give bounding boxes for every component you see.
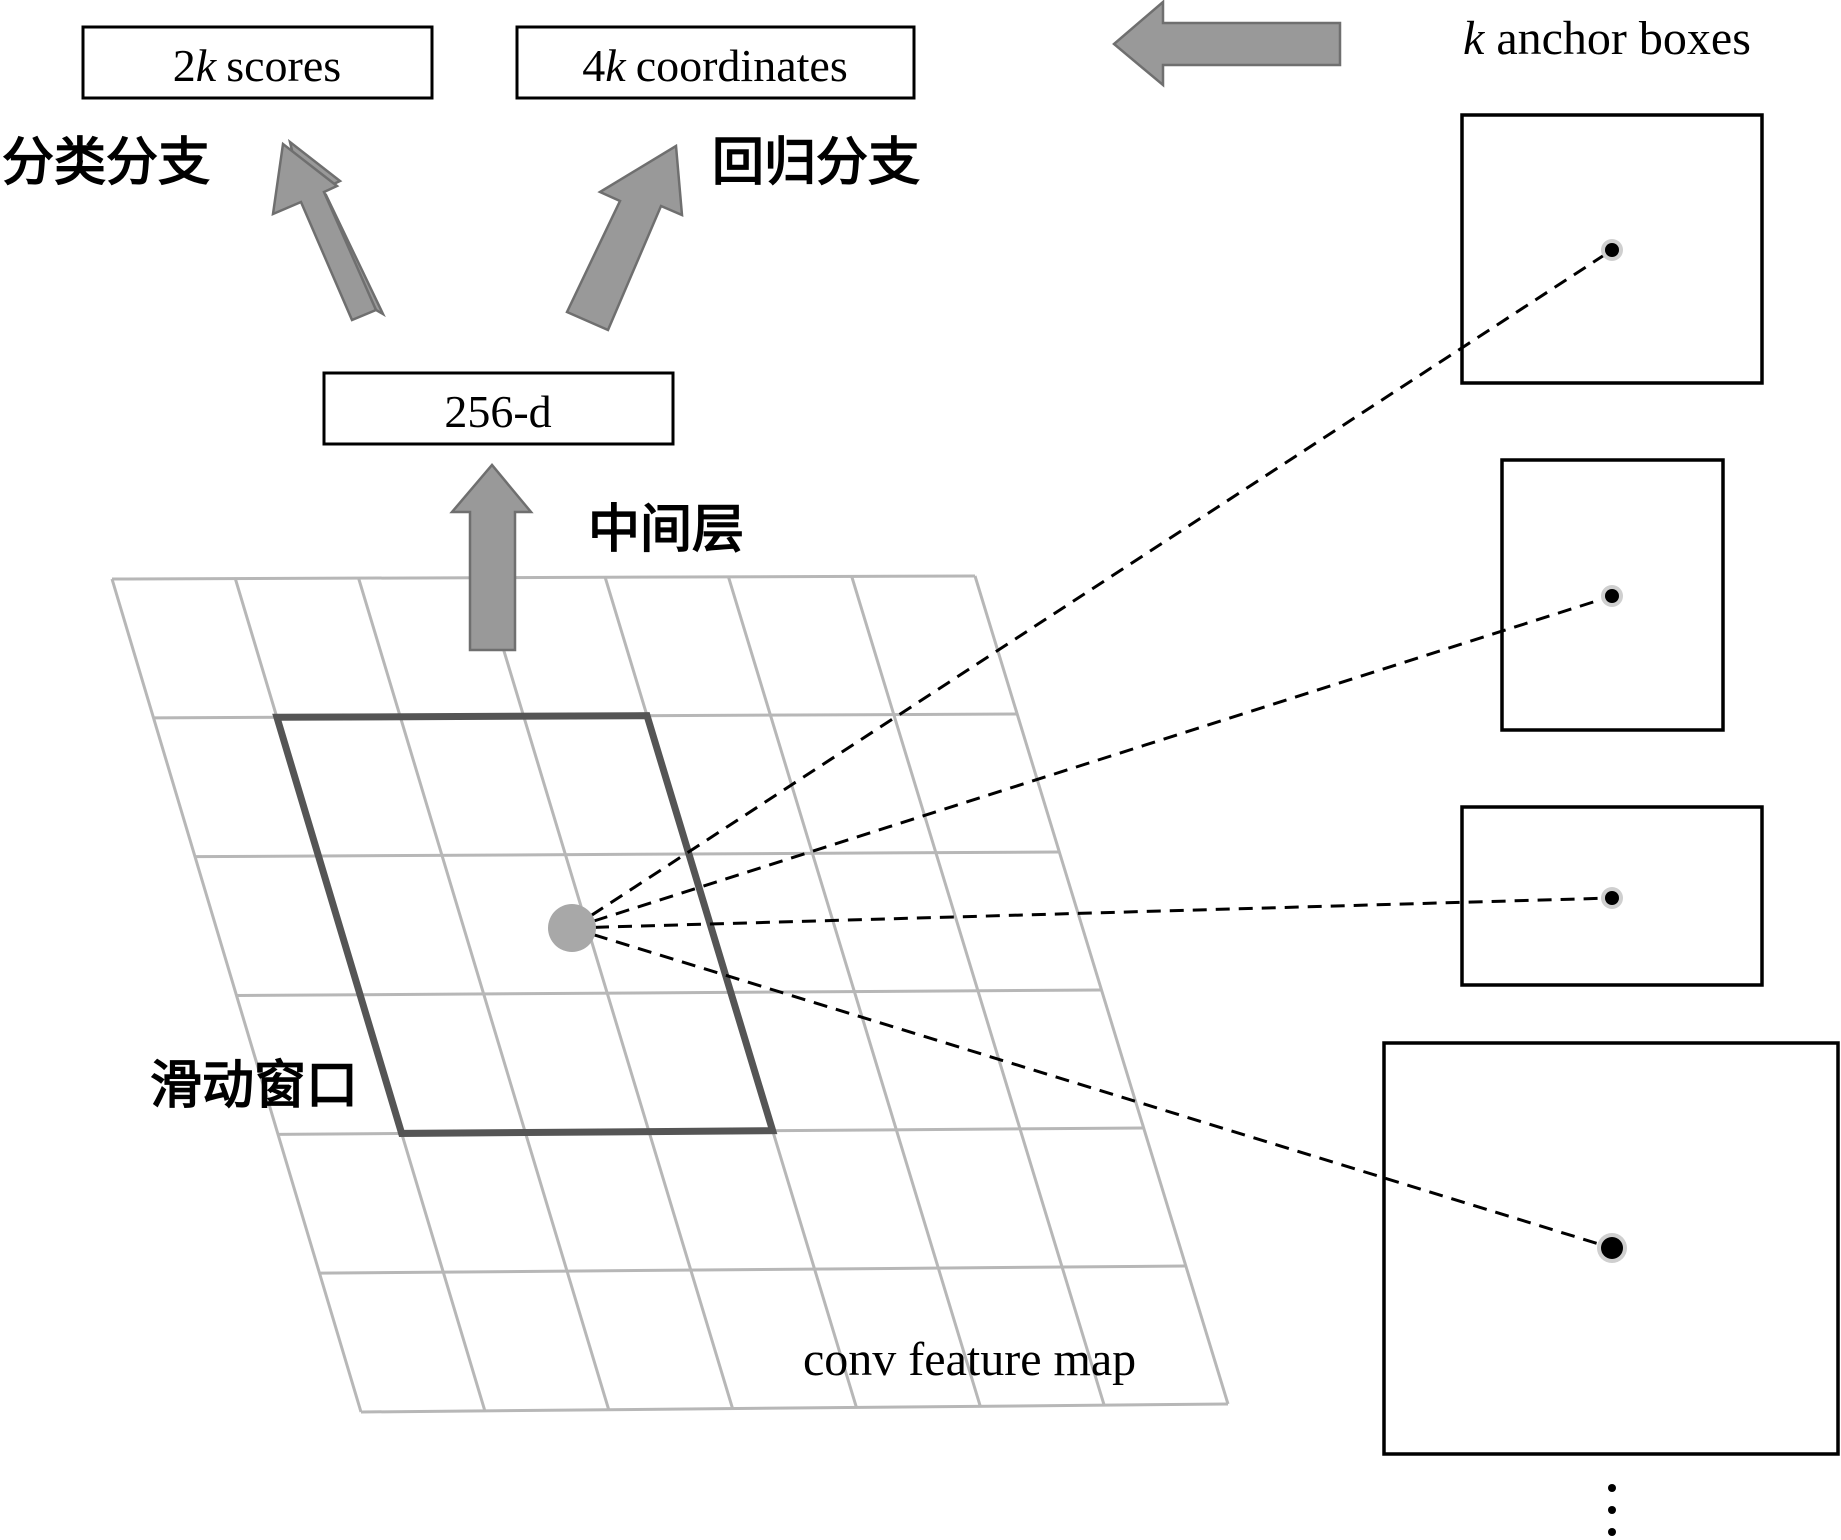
anchor-box-4 (1382, 1041, 1840, 1456)
projection-line-1 (571, 248, 1613, 930)
anchor-box-3 (1460, 805, 1764, 987)
coordinates-label: coordinates (636, 40, 848, 91)
regression-branch-label: 回归分支 (712, 133, 920, 193)
projection-line-3 (571, 896, 1613, 930)
anchor-boxes-var: k (1463, 12, 1486, 65)
coordinates-coef: 4 (582, 40, 605, 91)
sliding-window (272, 712, 778, 1137)
window-center-point (548, 904, 596, 952)
projection-line-4 (571, 926, 1613, 1250)
intermediate-box: 256-d (322, 371, 675, 446)
grid-col-line (850, 575, 1106, 1406)
feature-map-grid (110, 574, 1230, 1414)
up-right-arrow-icon (565, 143, 684, 332)
up-left-arrow-body (271, 141, 378, 322)
up-arrow-icon (449, 463, 534, 652)
grid-row-line (111, 574, 976, 581)
feature-map-label: conv feature map (803, 1333, 1136, 1386)
ellipsis-text: ⋮ (1612, 1530, 1614, 1533)
scores-coef: 2 (173, 40, 196, 91)
grid-row-line (194, 850, 1060, 859)
grid-col-line (973, 575, 1230, 1405)
projection-line-2 (571, 594, 1613, 930)
grid-col-line (110, 578, 363, 1413)
anchor-boxes-label: anchor boxes (1496, 12, 1751, 65)
more-anchors-ellipsis: ⋮ (1608, 1484, 1616, 1536)
sliding-window-label: 滑动窗口 (150, 1056, 358, 1116)
grid-row-line (360, 1402, 1229, 1414)
scores-label: scores (226, 40, 341, 91)
intermediate-box-label: 256-d (444, 386, 551, 437)
grid-col-line (726, 576, 982, 1407)
anchor-box-2 (1500, 458, 1725, 732)
anchor-box-1 (1460, 113, 1764, 385)
grid-row-line (236, 988, 1102, 997)
classification-branch-label: 分类分支 (2, 133, 210, 193)
left-arrow-icon (1112, 0, 1342, 88)
grid-row-line (319, 1264, 1186, 1275)
scores-var: k (196, 40, 218, 91)
intermediate-layer-label: 中间层 (588, 500, 744, 560)
coordinates-var: k (605, 40, 627, 91)
